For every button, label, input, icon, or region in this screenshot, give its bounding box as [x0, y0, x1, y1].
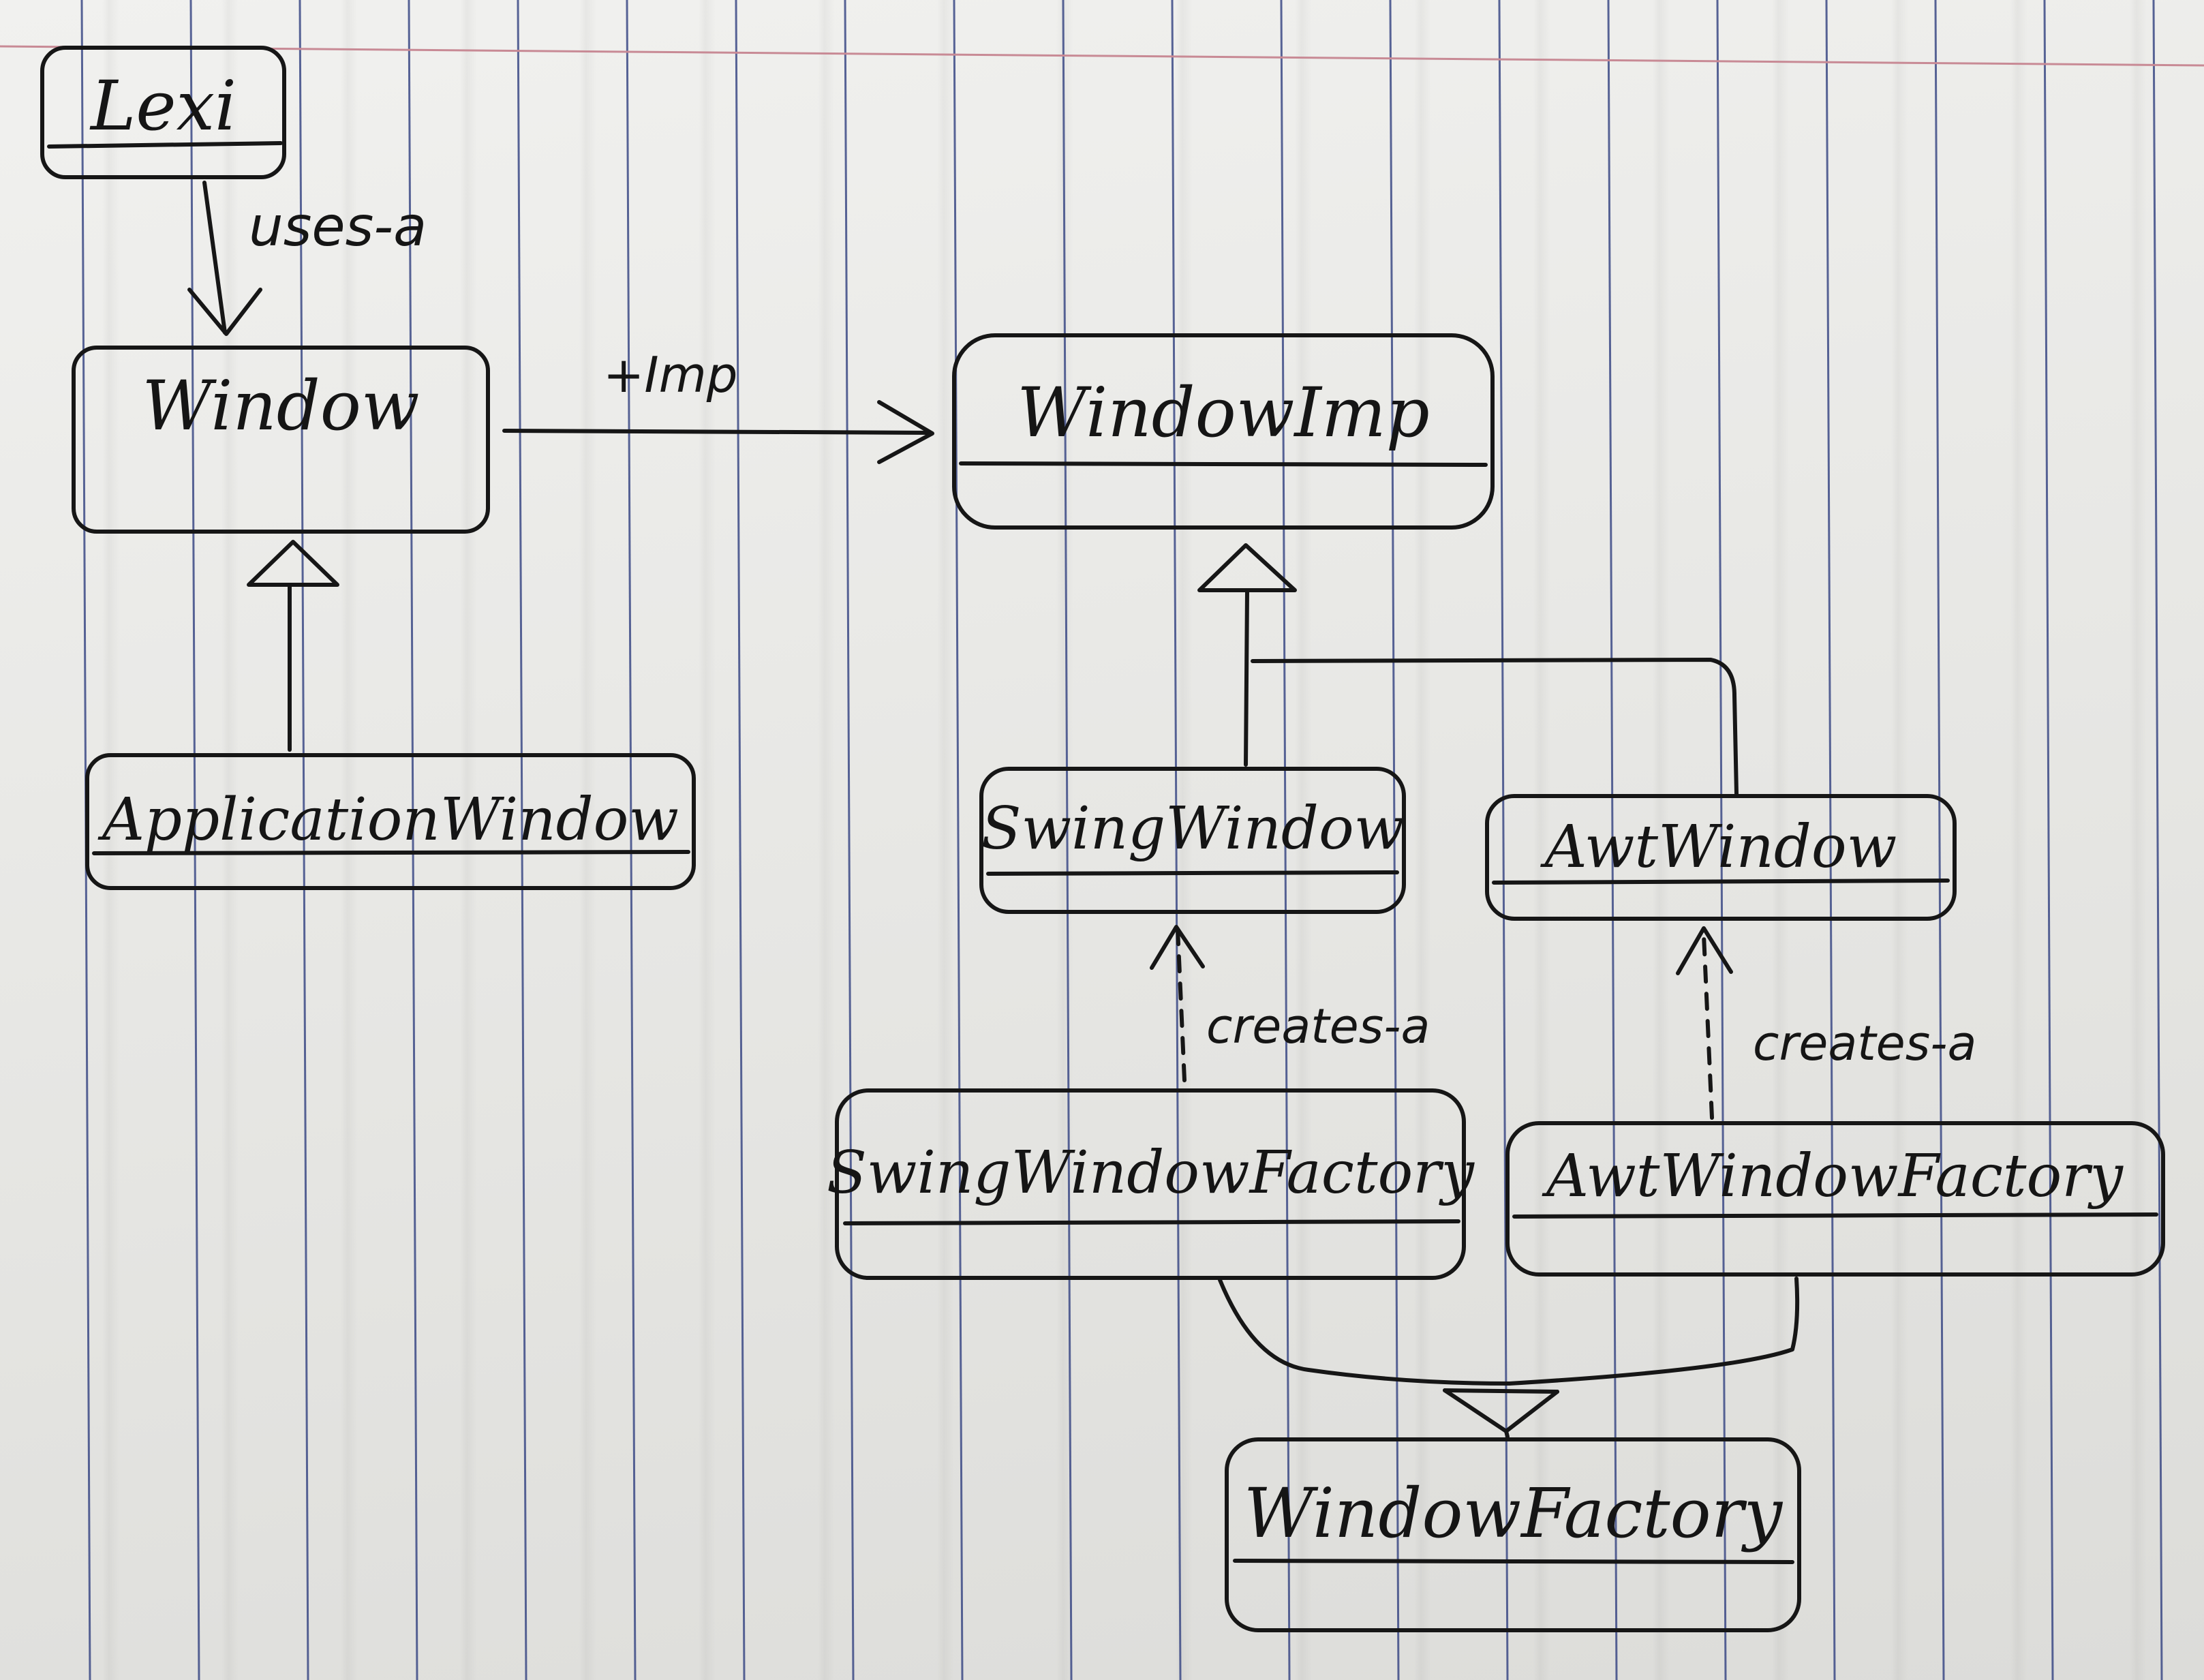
class-name-swing-window-factory: SwingWindowFactory [827, 1139, 1475, 1207]
class-box-lexi: Lexi [40, 46, 286, 179]
ruled-line [189, 0, 200, 1680]
class-name-window: Window [142, 366, 419, 446]
ruled-line [1934, 0, 1945, 1680]
ruled-line [1280, 0, 1291, 1680]
class-name-swing-window: SwingWindow [981, 795, 1405, 863]
class-box-window-factory: WindowFactory [1225, 1437, 1801, 1632]
ruled-line [1171, 0, 1182, 1680]
class-name-window-factory: WindowFactory [1244, 1473, 1784, 1553]
creates-a-swing-arrow: creates-a [1150, 925, 1430, 1082]
ruled-line [735, 0, 746, 1680]
class-name-awt-window: AwtWindow [1540, 813, 1897, 881]
ruled-line [626, 0, 637, 1680]
ruled-line [1825, 0, 1836, 1680]
inherit-factories-to-window-factory [1218, 1277, 1800, 1439]
class-box-awt-window: AwtWindow [1485, 794, 1957, 921]
ruled-line [1498, 0, 1509, 1680]
ruled-line [1607, 0, 1618, 1680]
ruled-line [844, 0, 855, 1680]
ruled-line [408, 0, 418, 1680]
ruled-line [2152, 0, 2163, 1680]
class-name-application-window: ApplicationWindow [97, 786, 679, 854]
ruled-line [1062, 0, 1073, 1680]
ruled-line [1716, 0, 1727, 1680]
creates-a-swing-label: creates-a [1206, 998, 1430, 1054]
uses-a-label: uses-a [249, 195, 427, 258]
margin-line [0, 45, 2204, 67]
class-box-window-imp: WindowImp [952, 333, 1495, 530]
creates-a-awt-arrow: creates-a [1676, 926, 1976, 1120]
uses-a-arrow: uses-a [187, 181, 427, 336]
class-name-lexi: Lexi [89, 66, 236, 146]
class-name-awt-window-factory: AwtWindowFactory [1542, 1142, 2124, 1210]
ruled-line [1389, 0, 1400, 1680]
imp-association-arrow: +Imp [502, 346, 934, 464]
imp-label: +Imp [603, 346, 737, 403]
class-box-swing-window: SwingWindow [979, 767, 1406, 914]
class-box-window: Window [72, 346, 490, 534]
class-box-awt-window-factory: AwtWindowFactory [1505, 1121, 2165, 1277]
inherit-windows-to-window-imp [1197, 543, 1739, 796]
ruled-line [299, 0, 309, 1680]
ruled-line [2043, 0, 2054, 1680]
class-name-window-imp: WindowImp [1017, 373, 1430, 453]
ruled-line [517, 0, 527, 1680]
class-box-swing-window-factory: SwingWindowFactory [827, 1088, 1475, 1280]
ruled-line [953, 0, 964, 1680]
ruled-lines [80, 0, 2163, 1680]
class-box-application-window: ApplicationWindow [85, 753, 696, 890]
inherit-application-window-to-window [247, 540, 339, 752]
creates-a-awt-label: creates-a [1753, 1015, 1976, 1071]
